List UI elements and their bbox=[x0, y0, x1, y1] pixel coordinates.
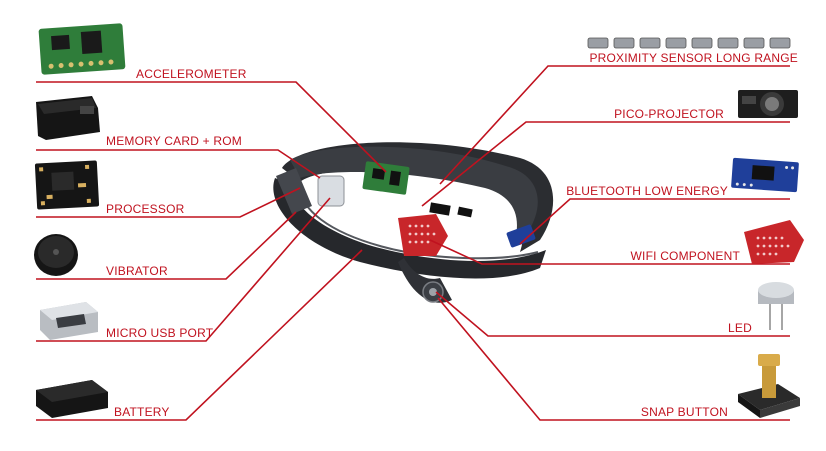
leader-snap-button bbox=[437, 297, 790, 421]
leader-bluetooth bbox=[519, 198, 790, 245]
label-vibrator: VIBRATOR bbox=[106, 264, 168, 278]
label-processor: PROCESSOR bbox=[106, 202, 185, 216]
leader-lines bbox=[36, 65, 790, 421]
processor-chip-icon bbox=[34, 160, 100, 210]
label-battery: BATTERY bbox=[114, 405, 170, 419]
snap-button-icon bbox=[738, 354, 800, 418]
wifi-board-icon bbox=[744, 220, 804, 264]
memory-card-icon bbox=[36, 96, 100, 140]
pico-projector-icon bbox=[738, 90, 798, 118]
label-wifi-component: WIFI COMPONENT bbox=[630, 249, 740, 263]
leader-accelerometer bbox=[36, 81, 387, 173]
label-memory-card-rom: MEMORY CARD + ROM bbox=[106, 134, 242, 148]
leader-vibrator bbox=[36, 211, 297, 280]
leader-pico-projector bbox=[421, 121, 790, 207]
leader-wifi bbox=[429, 239, 790, 265]
leader-led bbox=[435, 291, 790, 337]
led-icon bbox=[758, 282, 794, 330]
label-micro-usb-port: MICRO USB PORT bbox=[106, 326, 214, 340]
battery-icon bbox=[36, 380, 108, 418]
label-snap-button: SNAP BUTTON bbox=[640, 405, 728, 419]
proximity-sensor-icons bbox=[587, 37, 791, 49]
leader-proximity bbox=[439, 65, 790, 185]
label-led: LED bbox=[728, 321, 752, 335]
label-bluetooth-low-energy: BLUETOOTH LOW ENERGY bbox=[566, 184, 728, 198]
micro-usb-port-icon bbox=[40, 302, 98, 340]
bluetooth-board-icon bbox=[731, 157, 799, 193]
wristband bbox=[273, 142, 554, 303]
vibrator-motor-icon bbox=[34, 234, 78, 276]
label-proximity-sensor: PROXIMITY SENSOR LONG RANGE bbox=[589, 51, 798, 65]
leader-micro-usb bbox=[36, 197, 331, 342]
label-accelerometer: ACCELEROMETER bbox=[136, 67, 247, 81]
leader-processor bbox=[36, 187, 301, 218]
leader-memory-card bbox=[36, 149, 321, 179]
label-pico-projector: PICO-PROJECTOR bbox=[614, 107, 724, 121]
accelerometer-board-icon bbox=[38, 23, 126, 75]
leader-battery bbox=[36, 249, 363, 421]
